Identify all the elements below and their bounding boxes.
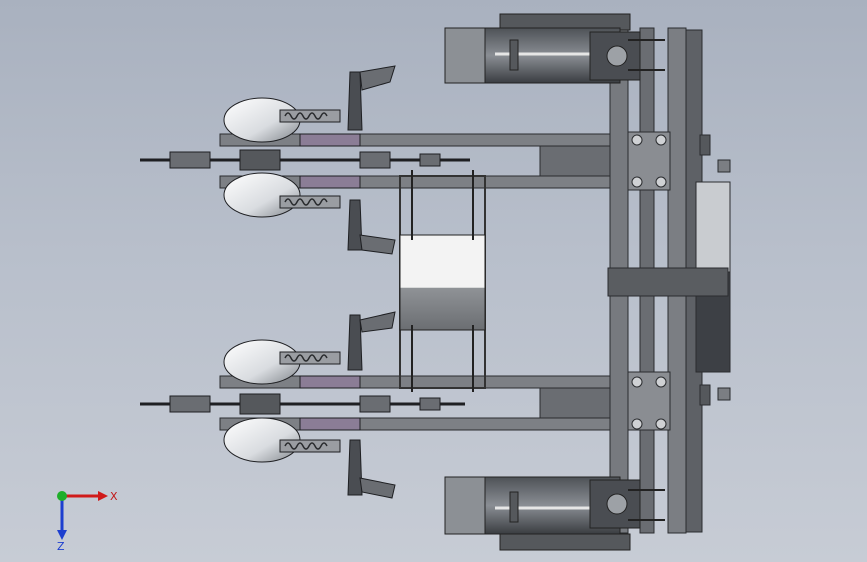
spring-coils — [284, 112, 328, 450]
x-axis-label: X — [110, 490, 118, 503]
gearbox-housing[interactable] — [607, 159, 731, 401]
opener-assembly-lower[interactable] — [140, 311, 465, 499]
y-axis-dot-icon — [57, 491, 67, 501]
x-axis-head-icon — [98, 491, 108, 501]
depth-wheel-top[interactable] — [444, 13, 665, 84]
depth-wheel-bottom[interactable] — [444, 476, 665, 551]
z-axis-head-icon — [57, 530, 67, 540]
z-axis-label: Z — [57, 540, 65, 550]
opener-assembly-upper[interactable] — [140, 65, 470, 255]
center-hopper[interactable] — [399, 170, 486, 392]
coordinate-triad-icon: X Z — [57, 490, 118, 550]
